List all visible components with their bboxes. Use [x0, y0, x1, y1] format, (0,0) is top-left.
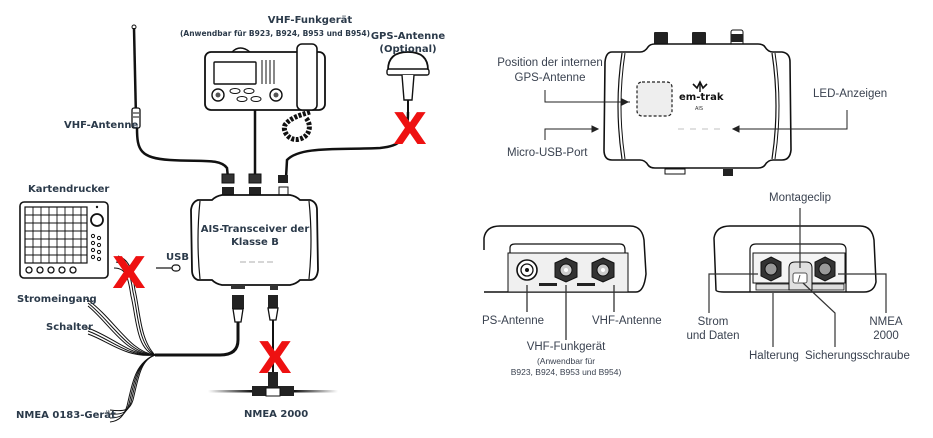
front-right-leader-lines: [708, 208, 887, 347]
vhf-radio-port-label: VHF-Funkgerät: [526, 341, 606, 353]
vhf-radio-label: VHF-Funkgerät: [267, 15, 353, 26]
brand-logo: em-trak: [679, 92, 724, 103]
nmea2000-label: NMEA 2000: [244, 409, 309, 420]
vhf-antenna-cable: [135, 127, 230, 179]
nmea2000-crossed-icon: X: [258, 333, 292, 384]
left-leader-lines: [84, 298, 111, 414]
front-view-power-ports-icon: [713, 225, 877, 293]
gps-antenna-note: (Optional): [379, 44, 437, 55]
mounting-clip-label: Montageclip: [768, 192, 831, 204]
led-label: LED-Anzeigen: [813, 88, 888, 100]
gps-antenna-icon: [386, 51, 430, 112]
top-view-device-icon: [603, 29, 792, 176]
gps-antenna-crossed-icon: X: [393, 104, 427, 155]
vhf-radio-port-note-line1: (Anwendbar für: [536, 356, 596, 366]
micro-usb-label: Micro-USB-Port: [507, 147, 588, 159]
vhf-radio-icon: [204, 43, 326, 143]
chart-plotter-label: Kartendrucker: [28, 184, 110, 195]
power-data-label-line1: Strom: [697, 316, 729, 328]
top-view-leader-lines: [544, 90, 848, 140]
transceiver-label-line1: AIS-Transceiver der: [200, 224, 310, 235]
power-input-label: Stromeingang: [17, 294, 97, 305]
transceiver-bottom-connectors: [232, 295, 279, 323]
nmea2000-t-connector-icon: [208, 372, 338, 397]
nmea2000-port-label-line2: 2000: [873, 330, 899, 342]
internal-gps-label-line1: Position der internen: [497, 57, 603, 69]
vhf-antenna-port-label: VHF-Antenne: [592, 315, 662, 327]
wire-harness: [87, 255, 156, 423]
ais-transceiver-icon: [190, 194, 319, 290]
brand-sub: AIS: [695, 106, 704, 112]
front-left-leader-lines: [526, 285, 615, 340]
power-data-label-line2: und Daten: [686, 330, 740, 342]
usb-cable-icon: [156, 264, 181, 272]
gps-antenna-label: GPS-Antenne: [370, 31, 446, 42]
chart-plotter-crossed-icon: X: [112, 248, 146, 299]
vhf-radio-note: (Anwendbar für B923, B924, B953 und B954…: [179, 29, 371, 38]
transceiver-top-connectors: [221, 173, 289, 197]
locking-screw-label: Sicherungsschraube: [805, 350, 910, 362]
vhf-radio-port-note-line2: B923, B924, B953 und B954): [510, 367, 622, 377]
bracket-label: Halterung: [749, 350, 799, 362]
gps-cable: [284, 111, 410, 179]
power-data-cable: [155, 322, 240, 357]
vhf-antenna-label: VHF-Antenne: [64, 120, 139, 131]
gps-antenna-port-label: PS-Antenne: [482, 315, 545, 327]
internal-gps-label-line2: GPS-Antenne: [514, 72, 586, 84]
switch-label: Schalter: [46, 322, 93, 333]
nmea2000-port-label-line1: NMEA: [869, 316, 903, 328]
chart-plotter-icon: [19, 201, 109, 279]
front-view-antenna-ports-icon: [483, 225, 647, 293]
nmea0183-label: NMEA 0183-Gerät: [16, 410, 116, 421]
usb-label: USB: [166, 252, 189, 263]
transceiver-label-line2: Klasse B: [231, 237, 279, 248]
vhf-antenna-icon: [131, 24, 141, 129]
